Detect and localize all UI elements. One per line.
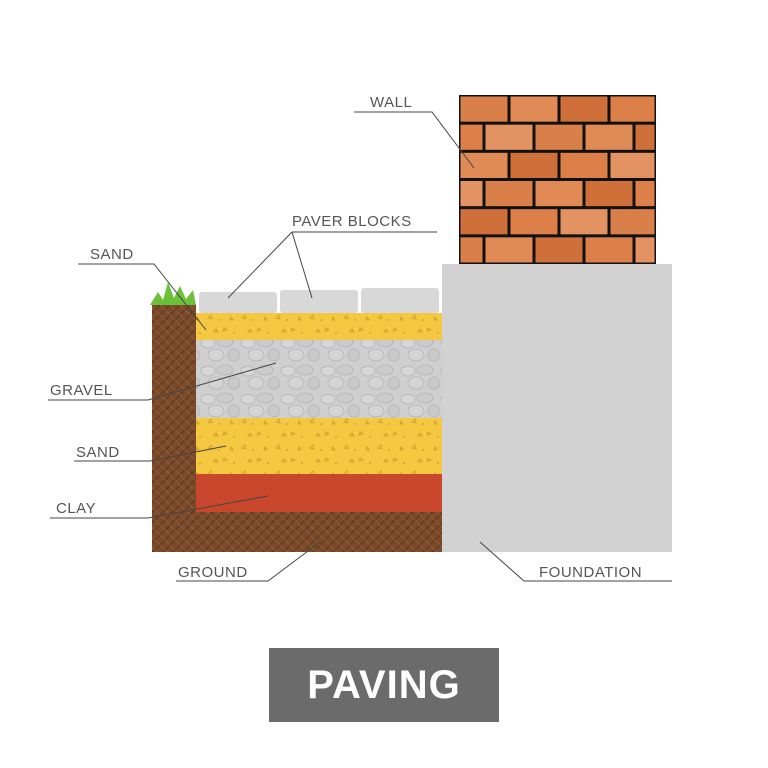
brick: [510, 209, 558, 235]
brick: [585, 237, 633, 263]
brick-wall: [459, 95, 656, 264]
brick: [585, 124, 633, 150]
label-ground: GROUND: [178, 564, 248, 581]
brick: [510, 96, 558, 122]
label-wall: WALL: [370, 94, 412, 111]
brick: [560, 209, 608, 235]
brick: [485, 181, 533, 207]
brick: [535, 124, 583, 150]
leader-lines: [48, 111, 672, 582]
title-banner: PAVING: [269, 648, 499, 722]
clay-layer: [196, 474, 442, 512]
brick: [510, 152, 558, 178]
brick: [535, 181, 583, 207]
label-gravel: GRAVEL: [50, 382, 113, 399]
gravel-layer: [196, 340, 442, 418]
brick: [535, 237, 583, 263]
paver-block: [361, 288, 439, 313]
paver-blocks: [199, 288, 439, 313]
brick: [460, 181, 483, 207]
brick: [585, 181, 633, 207]
brick: [460, 124, 483, 150]
sand-bottom-layer: [196, 418, 442, 474]
label-paver-blocks: PAVER BLOCKS: [292, 213, 412, 230]
brick: [460, 209, 508, 235]
brick: [610, 209, 655, 235]
grass: [150, 282, 196, 305]
brick: [635, 237, 655, 263]
sand-top-layer: [196, 313, 442, 340]
brick: [485, 237, 533, 263]
page-title: PAVING: [307, 662, 461, 707]
foundation-block: [442, 264, 672, 552]
brick: [610, 152, 655, 178]
brick: [610, 96, 655, 122]
brick: [460, 152, 508, 178]
label-foundation: FOUNDATION: [539, 564, 642, 581]
brick: [460, 96, 508, 122]
brick: [485, 124, 533, 150]
label-clay: CLAY: [56, 500, 96, 517]
paver-block: [280, 290, 358, 313]
brick: [560, 152, 608, 178]
paver-block: [199, 292, 277, 313]
ground-layer: [152, 305, 442, 552]
brick: [560, 96, 608, 122]
brick: [635, 124, 655, 150]
label-sand-bottom: SAND: [76, 444, 120, 461]
label-sand-top: SAND: [90, 246, 134, 263]
brick: [635, 181, 655, 207]
brick: [460, 237, 483, 263]
